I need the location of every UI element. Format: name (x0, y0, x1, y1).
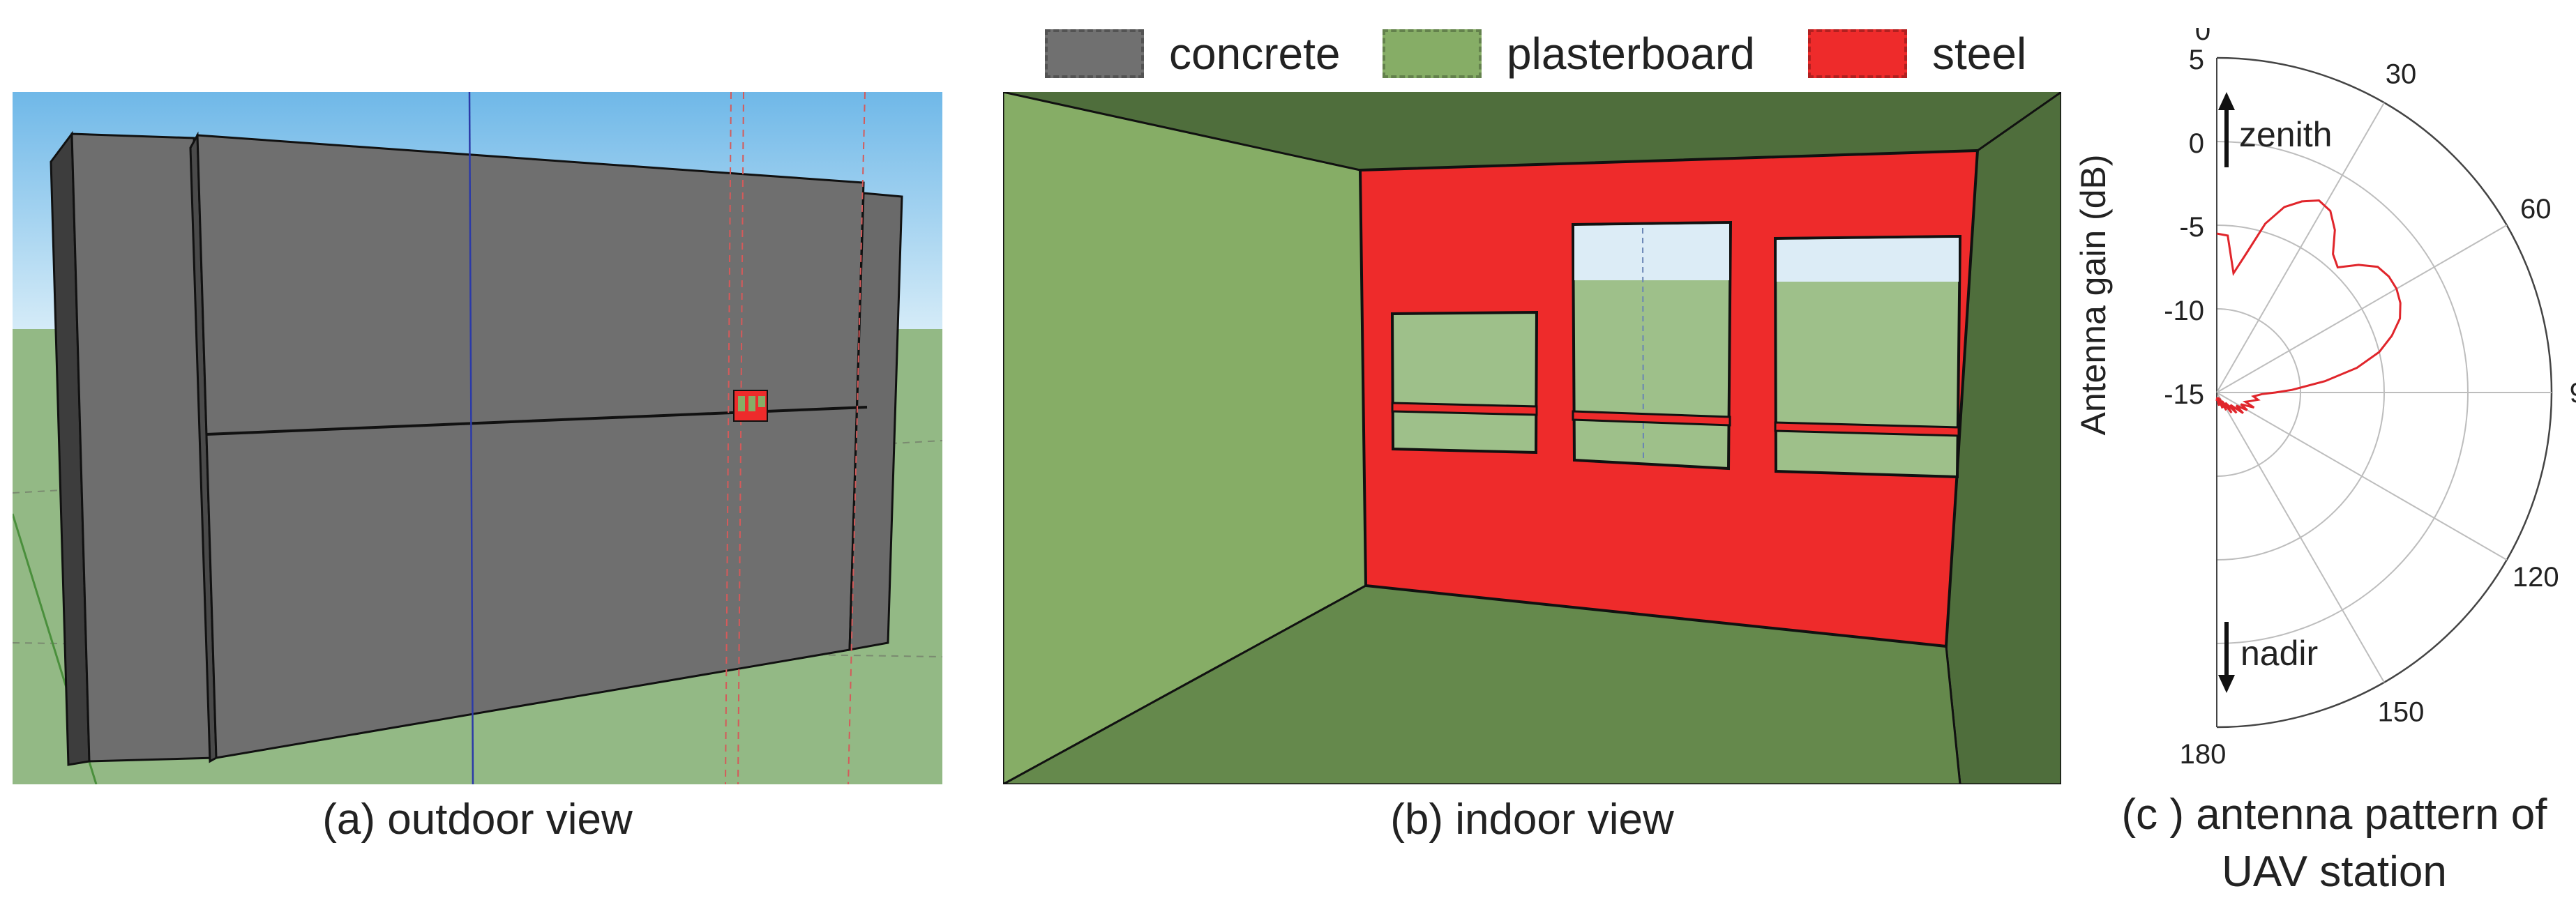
angle-tick-label: 150 (2378, 696, 2425, 727)
antenna-pattern-caption-line2: UAV station (2222, 848, 2447, 896)
outdoor-view-scene (13, 92, 942, 784)
ceiling (1003, 92, 2061, 170)
main-wall-face (196, 134, 865, 759)
angle-tick-label: 60 (2520, 194, 2552, 224)
radial-tick-label: -5 (2179, 212, 2204, 243)
legend-item-concrete: concrete (1045, 28, 1340, 79)
grid-spoke (2216, 224, 2508, 393)
right-wall-face (848, 192, 903, 651)
y-axis-label: Antenna gain (dB) (2074, 154, 2113, 435)
radial-tick-label: 5 (2189, 45, 2204, 75)
antenna-pattern-chart: 50-5-10-15 0306090120150180 Antenna gain… (2074, 28, 2576, 767)
window-right (1773, 234, 1962, 479)
nadir-marker: nadir (2218, 622, 2318, 693)
nadir-label: nadir (2240, 634, 2318, 673)
outdoor-view-caption: (a) outdoor view (322, 795, 633, 844)
legend-label-plasterboard: plasterboard (1507, 29, 1755, 79)
antenna-pattern-caption-line1: (c ) antenna pattern of (2121, 791, 2547, 839)
angle-tick-label: 0 (2195, 28, 2210, 46)
indoor-view-scene (1003, 92, 2061, 784)
antenna-gain-curve (2215, 199, 2402, 414)
zenith-marker: zenith (2218, 92, 2332, 167)
indoor-view-panel (1003, 92, 2061, 784)
radial-tick-label: -10 (2164, 296, 2204, 326)
radial-tick-label: -15 (2164, 379, 2204, 410)
radial-tick-label: 0 (2189, 128, 2204, 159)
polar-grid (2216, 56, 2553, 729)
window-marker (733, 390, 768, 422)
antenna-pattern-panel: 50-5-10-15 0306090120150180 Antenna gain… (2065, 28, 2576, 767)
outdoor-view-panel (13, 92, 942, 784)
legend-swatch-concrete (1045, 29, 1144, 78)
grid-spoke (2216, 392, 2385, 683)
legend-label-steel: steel (1932, 29, 2027, 79)
indoor-view-caption: (b) indoor view (1390, 795, 1674, 844)
radial-tick-labels: 5 0 -5 -10 -15 (2164, 45, 2204, 410)
angle-tick-label: 90 (2570, 378, 2576, 409)
angle-tick-label: 180 (2180, 739, 2227, 767)
legend-swatch-plasterboard (1383, 29, 1482, 78)
legend-label-concrete: concrete (1169, 29, 1341, 79)
legend-swatch-steel (1808, 29, 1907, 78)
grid-spoke (2216, 102, 2385, 393)
angle-tick-label: 30 (2386, 59, 2417, 90)
legend-item-steel: steel (1808, 28, 2026, 79)
antenna-pattern-caption: (c ) antenna pattern of UAV station (2093, 786, 2576, 901)
angle-tick-labels: 0 30 60 90 120 150 180 (2180, 28, 2576, 767)
window-middle (1571, 220, 1733, 471)
angle-tick-label: 120 (2513, 562, 2559, 593)
vertical-axis-red-dashed (725, 92, 866, 784)
zenith-label: zenith (2239, 115, 2332, 154)
window-left (1390, 310, 1539, 455)
grid-spoke (2216, 392, 2508, 561)
legend-item-plasterboard: plasterboard (1383, 28, 1755, 79)
vertical-axis-blue (468, 92, 474, 784)
